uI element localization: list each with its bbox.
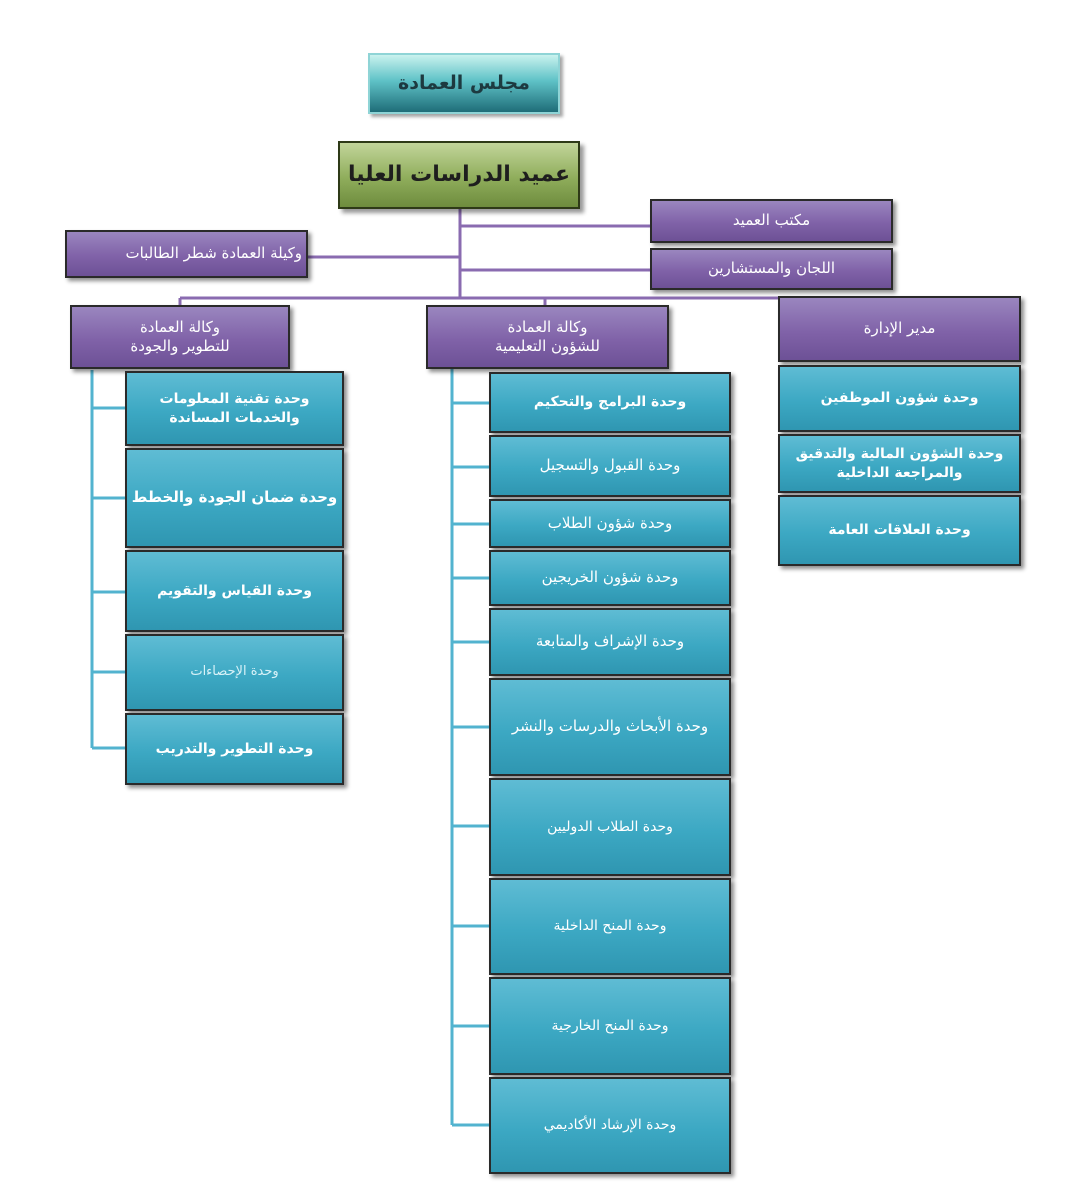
unit-measurement-evaluation: وحدة القياس والتقويم (125, 550, 344, 632)
unit-graduate-affairs: وحدة شؤون الخريجين (489, 550, 731, 606)
unit-research-publishing: وحدة الأبحاث والدرسات والنشر (489, 678, 731, 776)
unit-quality-assurance: وحدة ضمان الجودة والخطط (125, 448, 344, 548)
unit-academic-advising: وحدة الإرشاد الأكاديمي (489, 1077, 731, 1174)
dean-office-box: مكتب العميد (650, 199, 893, 243)
unit-external-grants: وحدة المنح الخارجية (489, 977, 731, 1075)
unit-public-relations: وحدة العلاقات العامة (778, 495, 1021, 566)
dean-box: عميد الدراسات العليا (338, 141, 580, 209)
unit-financial-audit: وحدة الشؤون المالية والتدقيق والمراجعة ا… (778, 434, 1021, 493)
vice-dean-education-box: وكالة العمادة للشؤون التعليمية (426, 305, 669, 369)
vice-dean-development-box: وكالة العمادة للتطوير والجودة (70, 305, 290, 369)
unit-programs-review: وحدة البرامج والتحكيم (489, 372, 731, 433)
unit-admission-registration: وحدة القبول والتسجيل (489, 435, 731, 497)
unit-internal-grants: وحدة المنح الداخلية (489, 878, 731, 975)
unit-development-training: وحدة التطوير والتدريب (125, 713, 344, 785)
female-vice-dean-box: وكيلة العمادة شطر الطالبات (65, 230, 308, 278)
admin-director-box: مدير الإدارة (778, 296, 1021, 362)
unit-supervision-followup: وحدة الإشراف والمتابعة (489, 608, 731, 676)
committees-box: اللجان والمستشارين (650, 248, 893, 290)
council-box: مجلس العمادة (368, 53, 560, 114)
unit-student-affairs: وحدة شؤون الطلاب (489, 499, 731, 548)
unit-staff-affairs: وحدة شؤون الموظفين (778, 365, 1021, 432)
unit-it-services: وحدة تقنية المعلومات والخدمات المساندة (125, 371, 344, 446)
unit-international-students: وحدة الطلاب الدوليين (489, 778, 731, 876)
unit-statistics: وحدة الإحصاءات (125, 634, 344, 711)
